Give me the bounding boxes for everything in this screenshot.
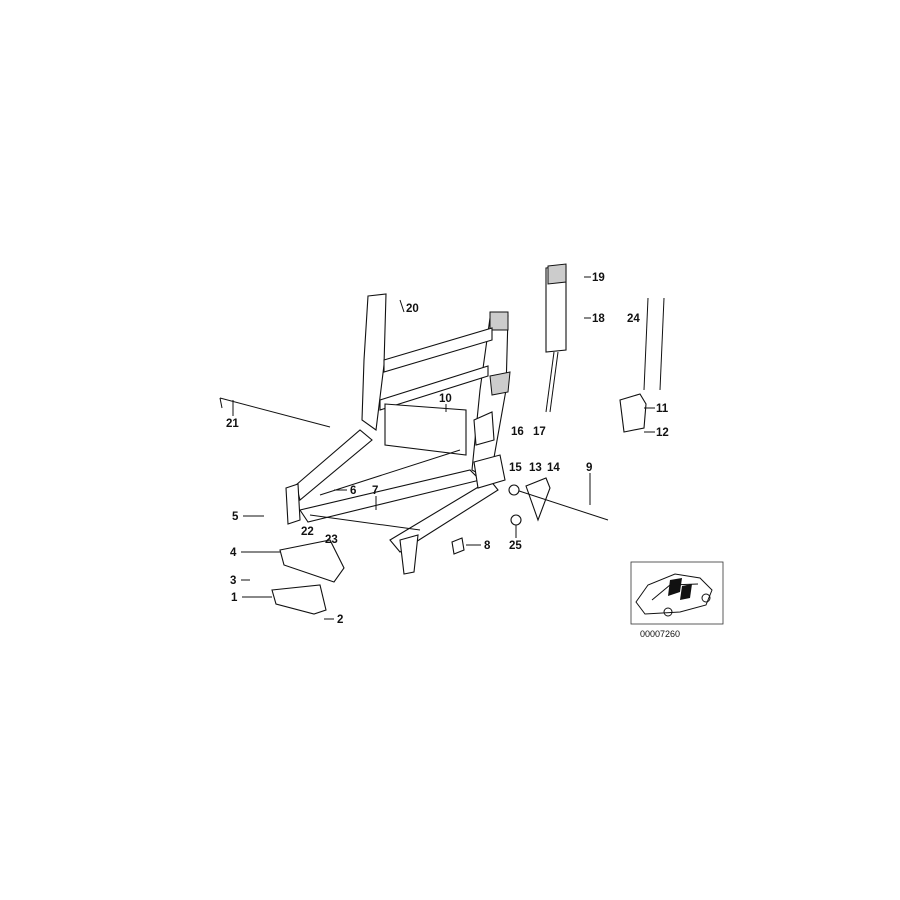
callout-labels: 1 2 3 4 5 6 7 8 9 10 11 12 13 14 15 16 1… bbox=[226, 272, 669, 626]
callout-4: 4 bbox=[230, 547, 237, 559]
inset-code: 00007260 bbox=[640, 629, 680, 639]
callout-19: 19 bbox=[592, 272, 605, 284]
callout-2: 2 bbox=[337, 614, 343, 626]
callout-12: 12 bbox=[656, 427, 669, 439]
callout-25: 25 bbox=[509, 540, 522, 552]
callout-10: 10 bbox=[439, 393, 452, 405]
callout-3: 3 bbox=[230, 575, 236, 587]
callout-8: 8 bbox=[484, 540, 491, 552]
callout-14: 14 bbox=[547, 462, 560, 474]
callout-24: 24 bbox=[627, 313, 640, 325]
car-seat-location-icon bbox=[635, 573, 713, 617]
callout-17: 17 bbox=[533, 426, 546, 438]
callout-22: 22 bbox=[301, 526, 314, 538]
callout-7: 7 bbox=[372, 485, 378, 497]
callout-23: 23 bbox=[325, 534, 338, 546]
callout-16: 16 bbox=[511, 426, 524, 438]
callout-6: 6 bbox=[350, 485, 356, 497]
callout-15: 15 bbox=[509, 462, 522, 474]
callout-18: 18 bbox=[592, 313, 605, 325]
leader-lines bbox=[232, 276, 655, 620]
loose-parts bbox=[219, 263, 665, 615]
callout-9: 9 bbox=[586, 462, 592, 474]
callout-5: 5 bbox=[232, 511, 239, 523]
callout-13: 13 bbox=[529, 462, 542, 474]
seat-back-frame bbox=[285, 293, 511, 575]
callout-20: 20 bbox=[406, 303, 419, 315]
callout-1: 1 bbox=[231, 592, 238, 604]
location-inset: 00007260 bbox=[630, 561, 724, 639]
callout-11: 11 bbox=[656, 403, 669, 415]
callout-21: 21 bbox=[226, 418, 239, 430]
